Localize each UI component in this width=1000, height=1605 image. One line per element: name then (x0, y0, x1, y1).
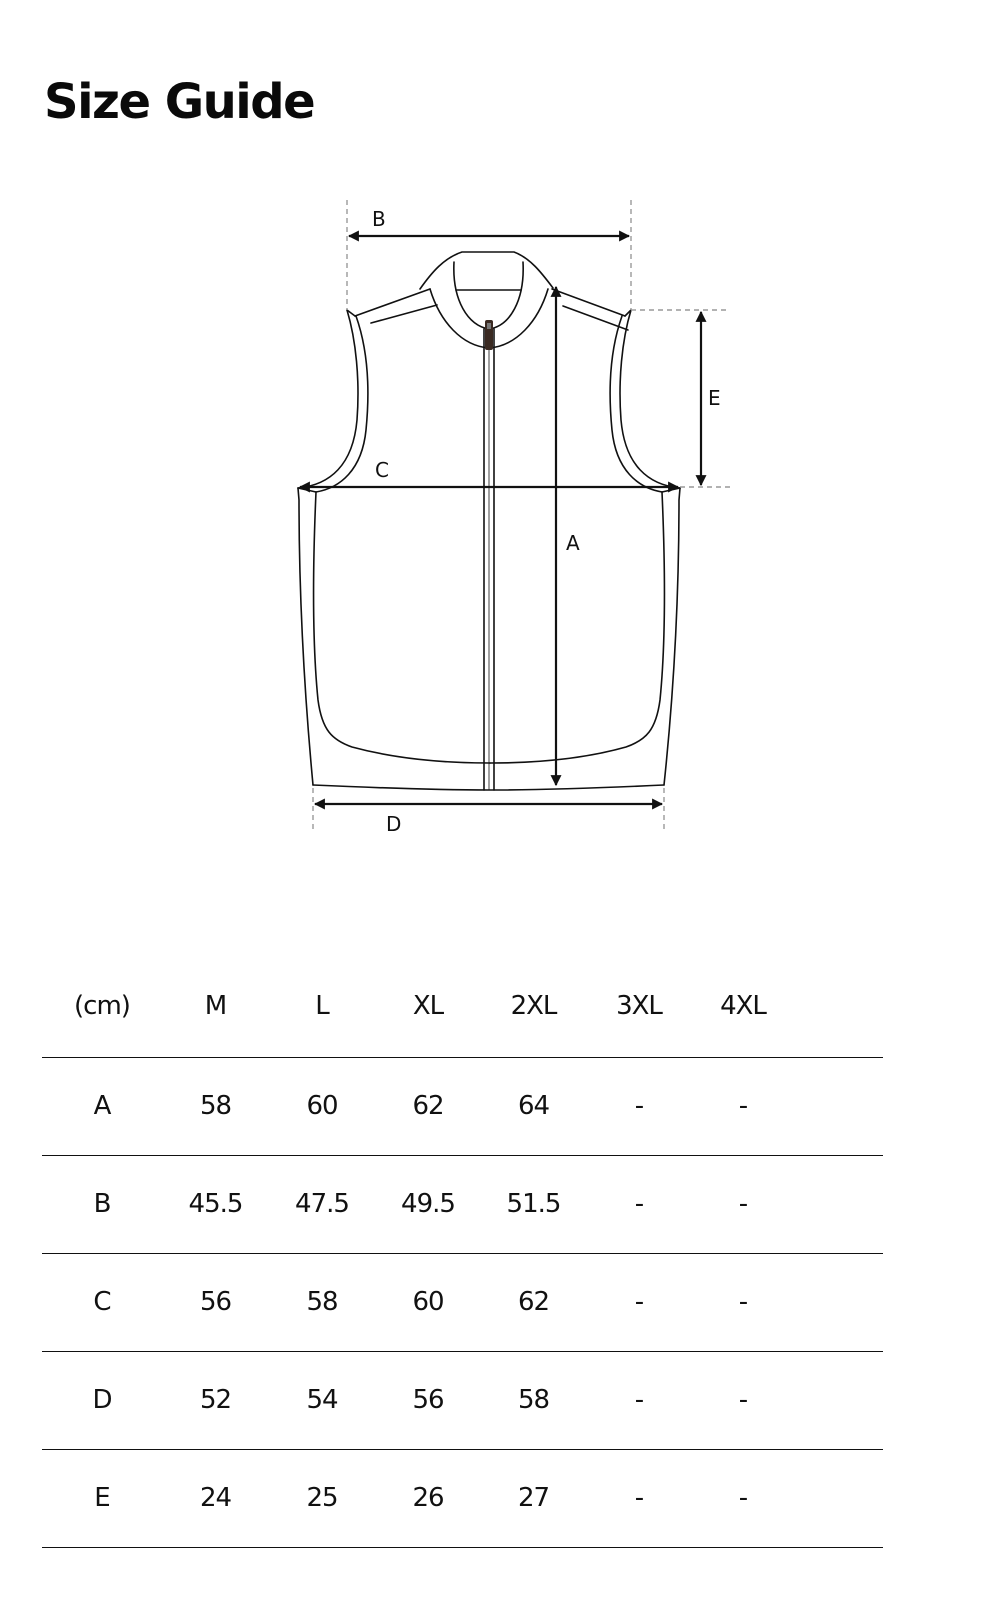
table-row: E 24 25 26 27 - - (42, 1449, 883, 1548)
table-cell: - (692, 1057, 794, 1156)
table-cell: 64 (481, 1057, 586, 1156)
table-cell: 26 (375, 1449, 481, 1548)
table-row: B 45.5 47.5 49.5 51.5 - - (42, 1155, 883, 1254)
table-row: C 56 58 60 62 - - (42, 1253, 883, 1352)
label-c: C (375, 458, 389, 482)
unit-label: (cm) (42, 955, 162, 1058)
size-header-2xl: 2XL (481, 955, 586, 1058)
size-header-l: L (269, 955, 375, 1058)
size-header-xl: XL (375, 955, 481, 1058)
table-cell: 25 (269, 1449, 375, 1548)
table-spacer (794, 1155, 883, 1254)
size-diagram: B E C A D (297, 200, 730, 836)
size-header-m: M (162, 955, 269, 1058)
table-cell: 62 (375, 1057, 481, 1156)
size-header-3xl: 3XL (586, 955, 692, 1058)
table-cell: - (586, 1253, 692, 1352)
label-b: B (372, 207, 386, 231)
label-a: A (566, 531, 580, 555)
table-cell: 62 (481, 1253, 586, 1352)
table-cell: 49.5 (375, 1155, 481, 1254)
table-cell: 58 (269, 1253, 375, 1352)
table-spacer (794, 1253, 883, 1352)
row-label: A (42, 1057, 162, 1156)
table-cell: 54 (269, 1351, 375, 1450)
table-cell: 58 (481, 1351, 586, 1450)
label-e: E (708, 386, 721, 410)
table-spacer (794, 1449, 883, 1548)
table-cell: 60 (269, 1057, 375, 1156)
table-spacer (794, 955, 883, 1058)
table-cell: - (586, 1351, 692, 1450)
row-label: B (42, 1155, 162, 1254)
table-cell: 51.5 (481, 1155, 586, 1254)
table-cell: 60 (375, 1253, 481, 1352)
table-spacer (794, 1351, 883, 1450)
table-cell: 58 (162, 1057, 269, 1156)
size-table: (cm) M L XL 2XL 3XL 4XL A 58 60 62 64 - … (42, 955, 883, 1548)
label-d: D (386, 812, 401, 836)
table-cell: 47.5 (269, 1155, 375, 1254)
table-header-row: (cm) M L XL 2XL 3XL 4XL (42, 955, 883, 1058)
table-cell: 56 (162, 1253, 269, 1352)
table-cell: - (586, 1155, 692, 1254)
table-cell: - (692, 1253, 794, 1352)
table-row: D 52 54 56 58 - - (42, 1351, 883, 1450)
guide-lines (312, 200, 730, 833)
table-cell: 52 (162, 1351, 269, 1450)
table-spacer (794, 1057, 883, 1156)
row-label: D (42, 1351, 162, 1450)
table-cell: 45.5 (162, 1155, 269, 1254)
row-label: C (42, 1253, 162, 1352)
table-cell: - (692, 1351, 794, 1450)
table-cell: - (692, 1155, 794, 1254)
table-cell: - (692, 1449, 794, 1548)
zipper-pull-icon (485, 320, 493, 350)
row-label: E (42, 1449, 162, 1548)
table-cell: 24 (162, 1449, 269, 1548)
table-cell: 56 (375, 1351, 481, 1450)
table-cell: 27 (481, 1449, 586, 1548)
table-cell: - (586, 1449, 692, 1548)
table-row: A 58 60 62 64 - - (42, 1057, 883, 1156)
table-cell: - (586, 1057, 692, 1156)
page-title: Size Guide (44, 74, 316, 130)
size-header-4xl: 4XL (692, 955, 794, 1058)
